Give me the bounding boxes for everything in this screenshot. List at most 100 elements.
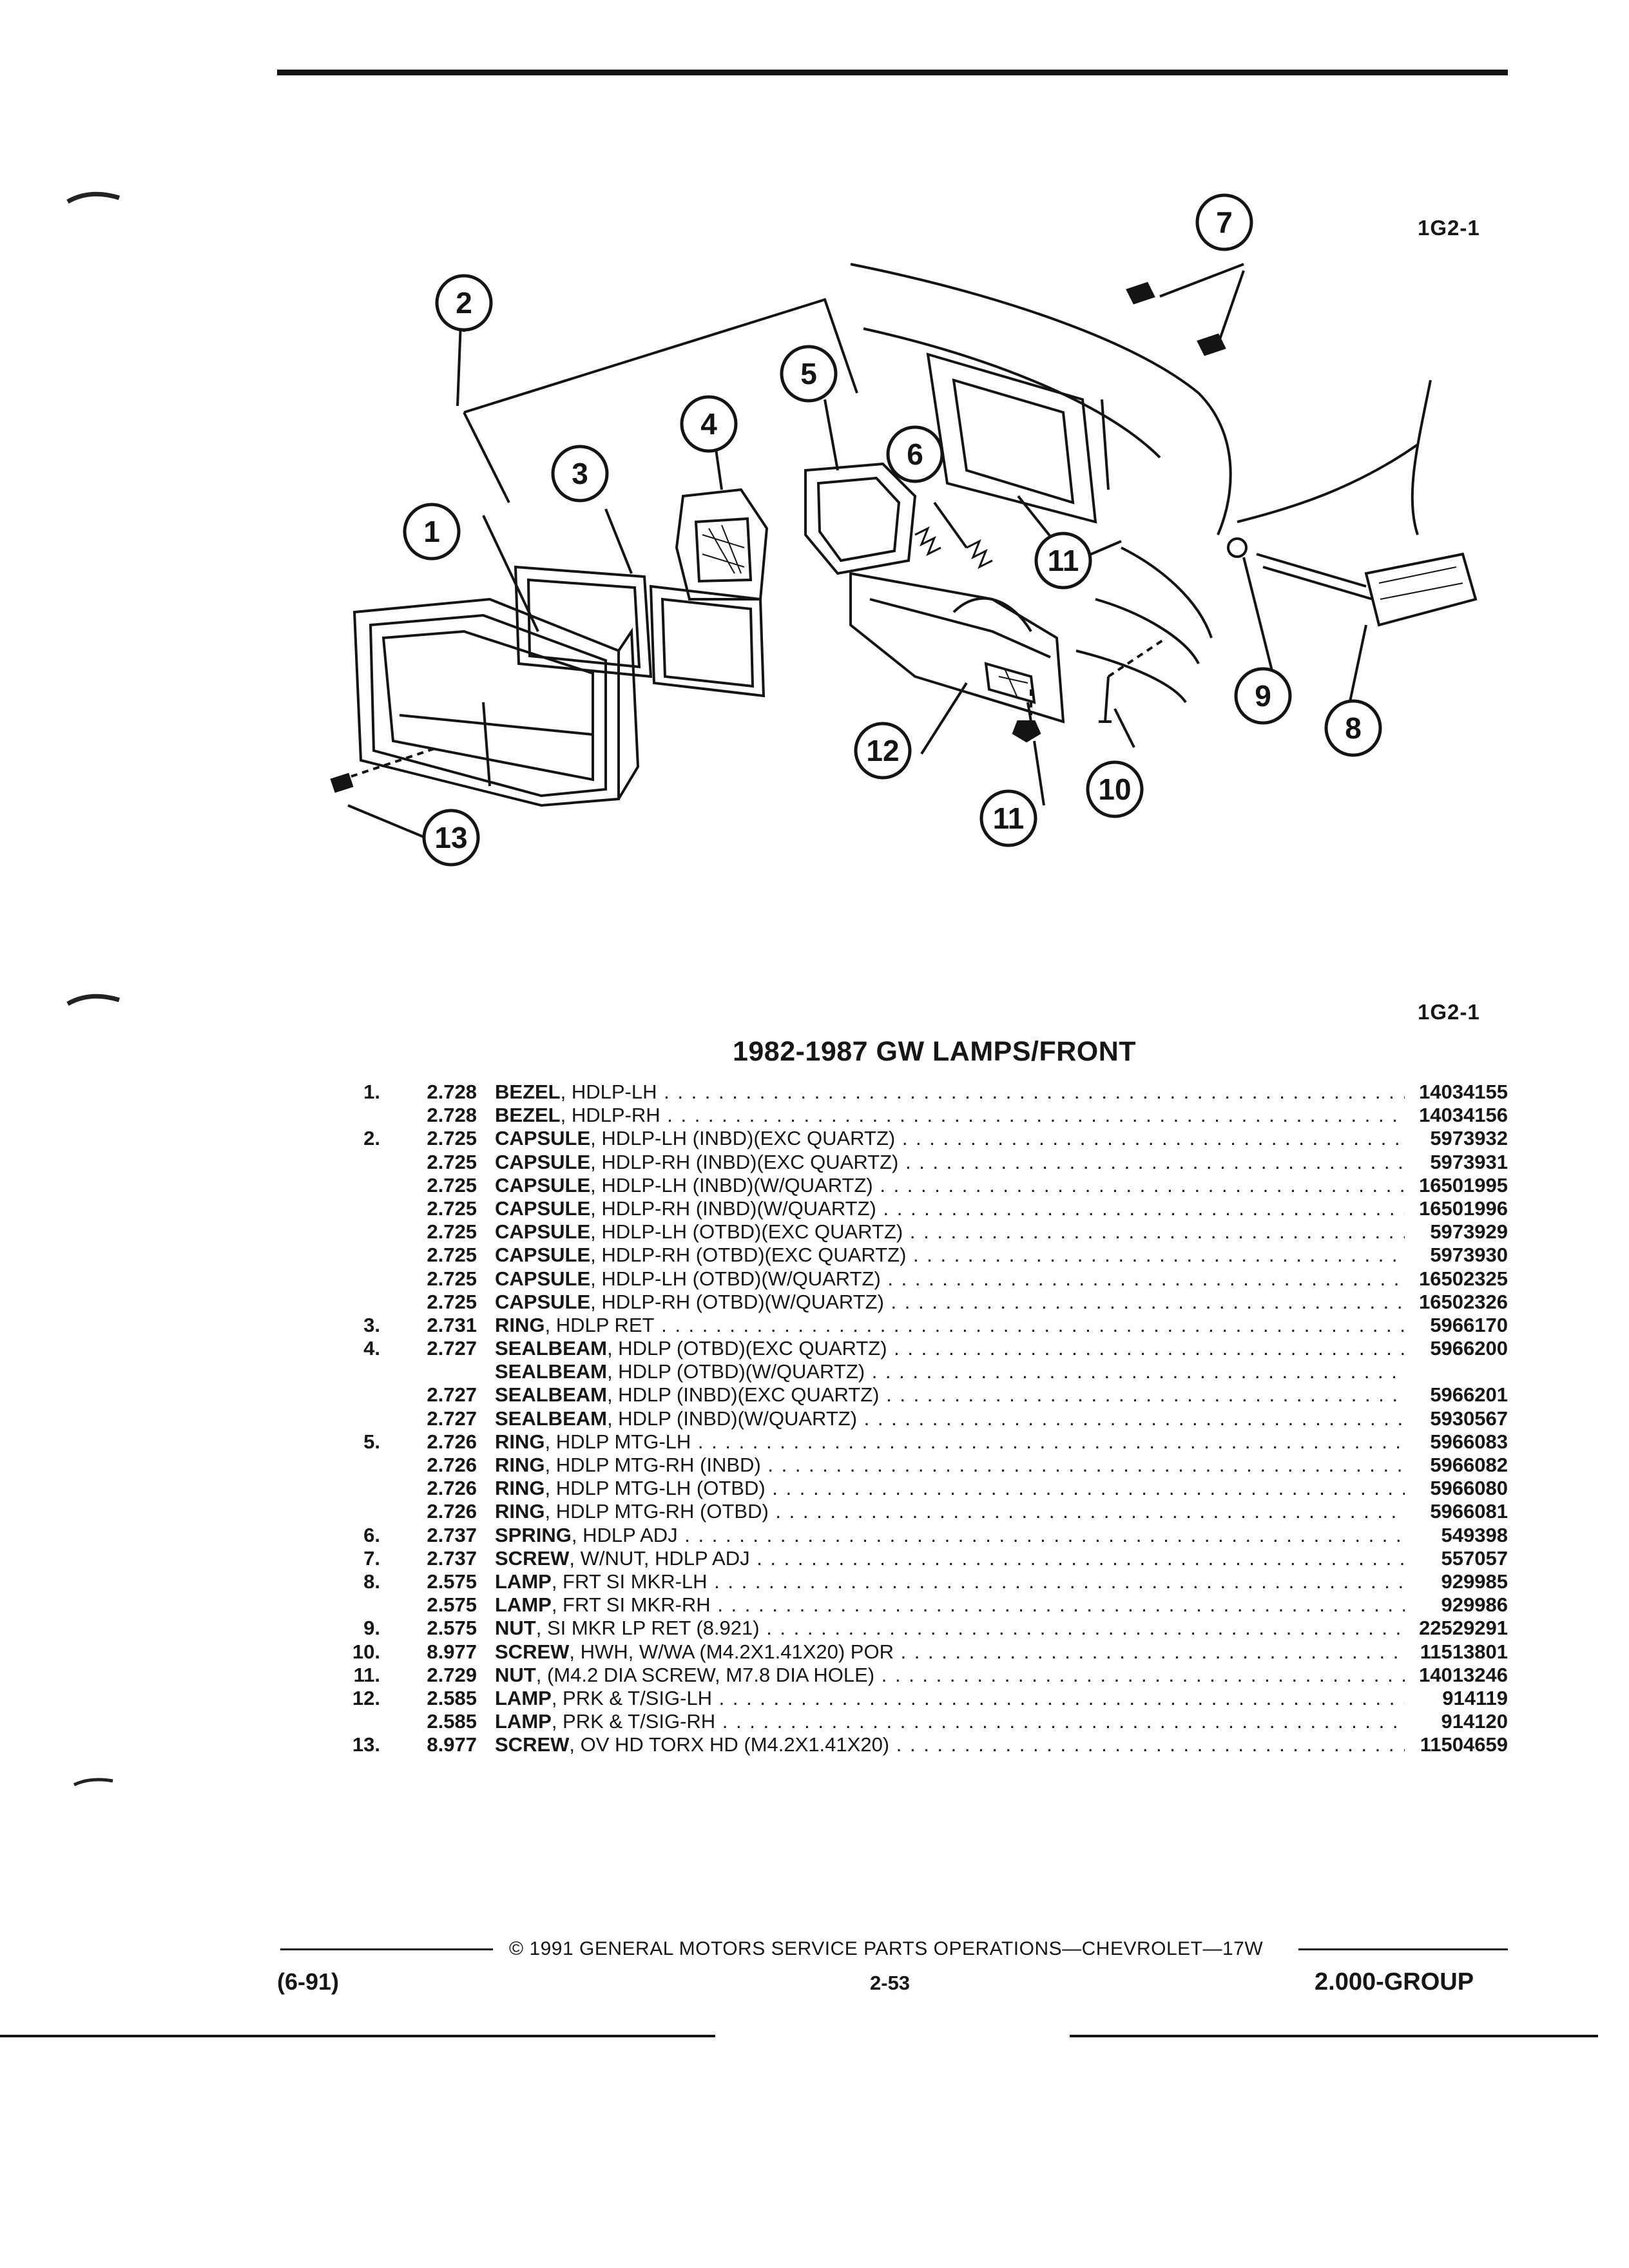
- part-number: 14034155: [1419, 1081, 1508, 1103]
- part-name: SCREW: [495, 1546, 570, 1570]
- part-name: SEALBEAM: [495, 1360, 607, 1383]
- part-detail: , HDLP-LH (OTBD)(EXC QUARTZ): [590, 1220, 903, 1244]
- part-detail: , HDLP MTG-RH (INBD): [545, 1454, 761, 1476]
- part-name: SEALBEAM: [495, 1407, 607, 1430]
- svg-text:4: 4: [700, 407, 717, 441]
- svg-text:13: 13: [434, 821, 467, 854]
- part-name: NUT: [495, 1663, 536, 1686]
- group-number: 2.725: [427, 1196, 477, 1220]
- part-detail: , FRT SI MKR-LH: [551, 1570, 708, 1593]
- page-number: 2-53: [870, 1972, 911, 1994]
- part-description: RING, HDLP MTG-LH (OTBD): [495, 1477, 1405, 1500]
- group-number: 8.977: [427, 1640, 477, 1663]
- part-description: SCREW, OV HD TORX HD (M4.2X1.41X20): [495, 1733, 1405, 1756]
- copyright-text: © 1991 GENERAL MOTORS SERVICE PARTS OPER…: [509, 1938, 1264, 1959]
- part-detail: , HWH, W/WA (M4.2X1.41X20) POR: [569, 1640, 894, 1663]
- part-detail: , HDLP-LH (INBD)(EXC QUARTZ): [590, 1127, 896, 1150]
- part-description: CAPSULE, HDLP-LH (OTBD)(W/QUARTZ): [495, 1267, 1405, 1291]
- item-number: 12.: [352, 1686, 380, 1709]
- group-number: 2.727: [427, 1407, 477, 1430]
- svg-text:2: 2: [456, 286, 472, 320]
- part-number: 929986: [1441, 1593, 1508, 1617]
- group-number: 2.737: [427, 1523, 477, 1546]
- part-name: SEALBEAM: [495, 1337, 607, 1360]
- part-name: BEZEL: [495, 1104, 561, 1127]
- callout-10: 10: [1086, 760, 1144, 818]
- svg-text:3: 3: [572, 457, 588, 490]
- part-number: 14013246: [1419, 1663, 1508, 1686]
- part-name: LAMP: [495, 1710, 552, 1733]
- part-description: RING, HDLP MTG-RH (OTBD): [495, 1500, 1405, 1523]
- item-number: 13.: [352, 1733, 380, 1756]
- part-name: RING: [495, 1477, 545, 1500]
- part-description: RING, HDLP MTG-LH: [495, 1430, 1405, 1454]
- group-number: 2.725: [427, 1244, 477, 1267]
- group-number: 2.725: [427, 1220, 477, 1244]
- group-number: 2.725: [427, 1127, 477, 1150]
- group-number: 2.726: [427, 1430, 477, 1453]
- svg-text:12: 12: [866, 734, 899, 767]
- item-number: 3.: [363, 1313, 380, 1336]
- callout-4: 4: [680, 395, 738, 453]
- bottom-rule-left: [0, 2035, 715, 2037]
- part-name: RING: [495, 1430, 545, 1453]
- part-detail: , W/NUT, HDLP ADJ: [569, 1546, 750, 1570]
- part-name: LAMP: [495, 1570, 552, 1593]
- svg-text:7: 7: [1216, 206, 1233, 239]
- group-number: 2.726: [427, 1500, 477, 1523]
- footer-rule-left: [280, 1948, 493, 1950]
- part-description: BEZEL, HDLP-RH: [495, 1104, 1405, 1127]
- part-name: CAPSULE: [495, 1220, 591, 1244]
- callout-13: 13: [422, 809, 480, 867]
- part-detail: , HDLP-LH (INBD)(W/QUARTZ): [590, 1173, 873, 1196]
- callout-9: 9: [1234, 667, 1292, 725]
- group-number: 2.575: [427, 1593, 477, 1617]
- part-detail: , HDLP MTG-RH (OTBD): [545, 1500, 769, 1523]
- part-name: LAMP: [495, 1686, 552, 1709]
- part-description: SEALBEAM, HDLP (OTBD)(EXC QUARTZ): [495, 1337, 1405, 1360]
- item-number: 7.: [363, 1546, 380, 1570]
- callout-8: 8: [1324, 699, 1382, 757]
- part-detail: , HDLP ADJ: [571, 1523, 678, 1546]
- part-detail: , HDLP MTG-LH (OTBD): [545, 1477, 766, 1500]
- part-number: 22529291: [1419, 1617, 1508, 1640]
- footer-rule-right: [1298, 1948, 1508, 1950]
- part-number: 14034156: [1419, 1104, 1508, 1127]
- parts-row: 2.725 CAPSULE, HDLP-LH (OTBD)(EXC QUARTZ)…: [322, 1220, 1508, 1244]
- item-number: 10.: [352, 1640, 380, 1663]
- part-description: RING, HDLP MTG-RH (INBD): [495, 1454, 1405, 1477]
- part-number: 5966201: [1430, 1383, 1508, 1407]
- part-detail: , SI MKR LP RET (8.921): [535, 1617, 760, 1640]
- part-name: SCREW: [495, 1640, 570, 1663]
- part-number: 5973932: [1430, 1127, 1508, 1150]
- callout-11-upper: 11: [1034, 532, 1092, 590]
- svg-text:8: 8: [1345, 711, 1362, 745]
- part-name: CAPSULE: [495, 1244, 591, 1267]
- part-description: SEALBEAM, HDLP (OTBD)(W/QUARTZ): [495, 1360, 1405, 1383]
- callout-11-lower: 11: [979, 789, 1037, 847]
- callout-1: 1: [403, 503, 461, 561]
- page-code-table: 1G2-1: [1418, 1000, 1480, 1024]
- top-rule: [277, 70, 1508, 75]
- part-number: 929985: [1441, 1570, 1508, 1593]
- part-description: NUT, SI MKR LP RET (8.921): [495, 1617, 1405, 1640]
- bottom-rule-right: [1070, 2035, 1598, 2037]
- part-number: 5973931: [1430, 1150, 1508, 1173]
- margin-mark-2: [66, 994, 120, 1006]
- part-description: CAPSULE, HDLP-LH (INBD)(EXC QUARTZ): [495, 1127, 1405, 1150]
- item-number: 1.: [363, 1081, 380, 1103]
- part-name: RING: [495, 1500, 545, 1523]
- item-number: 8.: [363, 1570, 380, 1593]
- part-name: CAPSULE: [495, 1127, 591, 1150]
- part-detail: , FRT SI MKR-RH: [551, 1593, 711, 1617]
